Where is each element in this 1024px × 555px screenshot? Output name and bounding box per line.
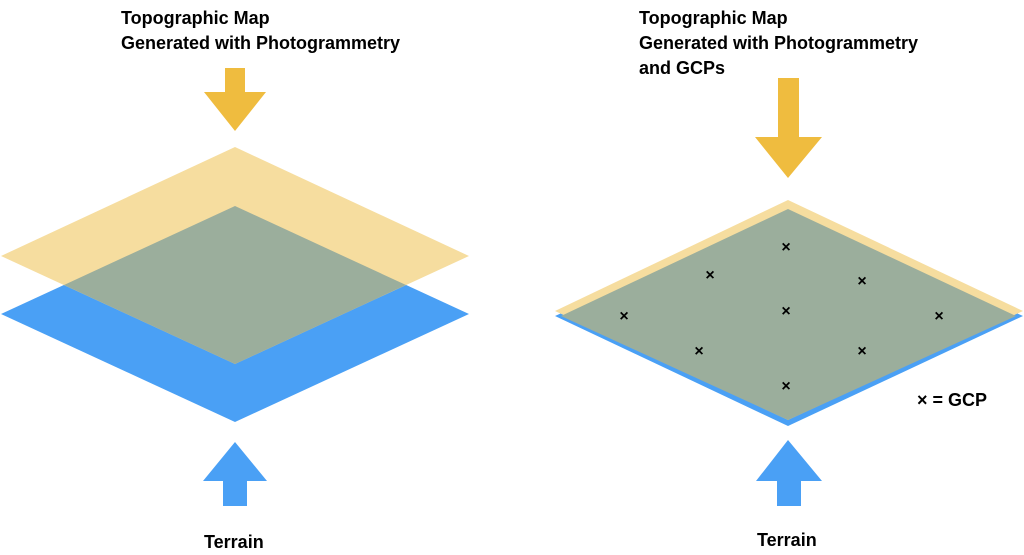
right-terrain-label: Terrain: [757, 530, 817, 550]
right-diagram: × × × × × × × × ×: [555, 78, 1023, 506]
left-overlap-region: [64, 206, 406, 364]
left-title-line-2: Generated with Photogrammetry: [121, 33, 401, 53]
left-terrain-arrow: [203, 442, 267, 506]
right-map-arrow: [755, 78, 822, 178]
gcp-marker-6: ×: [934, 308, 943, 325]
left-title-line-1: Topographic Map: [121, 8, 270, 28]
right-overlap-region: [561, 209, 1016, 420]
gcp-marker-5: ×: [619, 308, 628, 325]
left-diagram: [1, 68, 469, 506]
left-terrain-label: Terrain: [204, 532, 264, 552]
right-title-line-3: and GCPs: [639, 58, 726, 78]
gcp-marker-8: ×: [857, 343, 866, 360]
gcp-legend: × = GCP: [917, 390, 988, 410]
gcp-marker-1: ×: [781, 239, 790, 256]
right-terrain-arrow: [756, 440, 822, 506]
right-title-line-2: Generated with Photogrammetry: [639, 33, 919, 53]
right-title-line-1: Topographic Map: [639, 8, 788, 28]
gcp-marker-3: ×: [857, 273, 866, 290]
gcp-marker-9: ×: [781, 378, 790, 395]
right-title: Topographic Map Generated with Photogram…: [639, 6, 918, 81]
gcp-marker-4: ×: [781, 303, 790, 320]
gcp-marker-7: ×: [694, 343, 703, 360]
gcp-marker-2: ×: [705, 267, 714, 284]
left-title: Topographic Map Generated with Photogram…: [121, 6, 400, 56]
left-map-arrow: [204, 68, 266, 131]
